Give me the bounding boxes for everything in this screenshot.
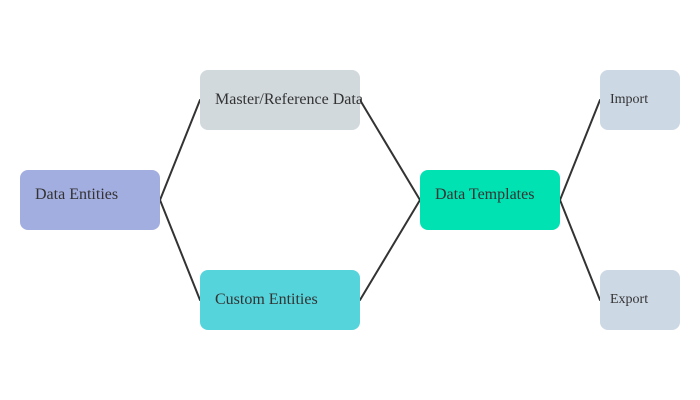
node-custom-entities-label: Custom Entities: [215, 290, 318, 308]
node-data-entities-label: Data Entities: [35, 186, 119, 203]
node-export-label: Export: [610, 291, 649, 307]
edge-data-templates-to-export: [559, 199, 601, 301]
node-custom-entities[interactable]: Custom Entities: [200, 270, 360, 330]
node-master-reference-data[interactable]: Master/Reference Data: [200, 70, 363, 130]
edge-data-templates-to-import: [559, 99, 601, 201]
edge-custom-entities-to-data-templates: [359, 199, 421, 301]
edge-master-reference-data-to-data-templates: [359, 99, 421, 201]
node-data-templates-label: Data Templates: [435, 186, 535, 203]
node-data-entities[interactable]: Data Entities: [20, 170, 160, 230]
node-export[interactable]: Export: [600, 270, 680, 330]
node-data-templates[interactable]: Data Templates: [420, 170, 560, 230]
edge-data-entities-to-custom-entities: [159, 199, 201, 301]
node-import[interactable]: Import: [600, 70, 680, 130]
node-import-label: Import: [610, 91, 649, 107]
edge-data-entities-to-master-reference-data: [159, 99, 201, 201]
node-master-reference-data-label: Master/Reference Data: [215, 90, 363, 108]
